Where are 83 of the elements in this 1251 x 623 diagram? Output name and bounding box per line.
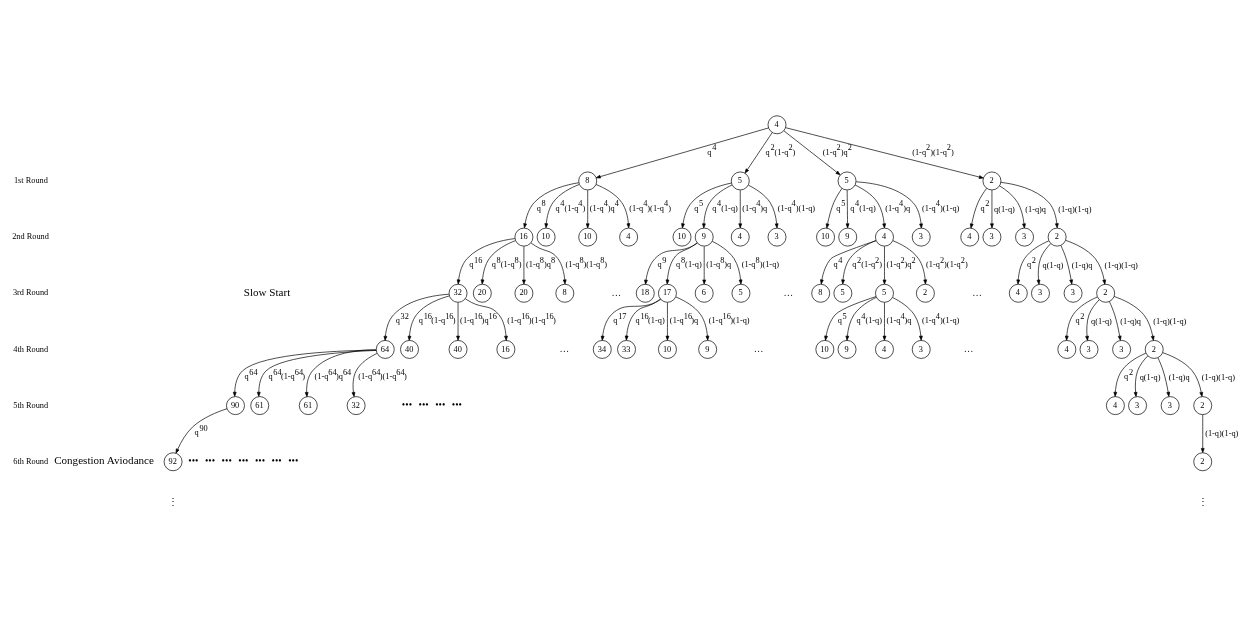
arrow: [1133, 355, 1149, 397]
label: •••: [435, 398, 446, 410]
arrow: [702, 184, 733, 228]
arrow: [665, 242, 698, 284]
arrow: [681, 182, 732, 228]
arrow: [644, 242, 698, 285]
arrow: [854, 184, 886, 228]
arrow: [825, 187, 843, 228]
label: •••: [204, 454, 216, 466]
arrow: [523, 181, 580, 228]
arrow: [456, 237, 516, 284]
arrow: [1109, 300, 1122, 341]
arrow: [783, 130, 841, 175]
arrow: [595, 127, 769, 178]
arrow: [1200, 414, 1205, 453]
arrow: [744, 131, 773, 173]
arrow: [544, 183, 580, 228]
arrow: [1065, 239, 1106, 285]
arrow: [595, 183, 631, 228]
arrow: [748, 184, 779, 228]
arrow: [1060, 244, 1073, 284]
label: •••: [254, 454, 266, 466]
label: •••: [401, 398, 413, 410]
arrow: [882, 301, 887, 341]
arrow: [1113, 352, 1147, 397]
label: …: [972, 286, 982, 298]
arrow: [585, 189, 590, 228]
label: •••: [451, 398, 462, 410]
arrow: [304, 348, 377, 397]
arrow: [841, 239, 877, 284]
arrow: [675, 296, 710, 341]
arrow: [845, 296, 877, 341]
label: …: [559, 342, 570, 354]
arrow: [785, 126, 984, 179]
label: •••: [288, 454, 299, 466]
label: …: [611, 286, 622, 298]
arrow: [1085, 299, 1100, 341]
arrow: [820, 239, 877, 284]
label: Slow Start: [243, 285, 291, 298]
arrow: [892, 239, 927, 284]
label: Congestion Aviodance: [54, 453, 154, 466]
arrow: [738, 189, 743, 228]
arrow: [1113, 295, 1155, 341]
arrow: [969, 187, 987, 228]
label: …: [753, 342, 764, 354]
arrow: [882, 245, 887, 284]
arrow: [407, 295, 450, 341]
arrow: [990, 189, 994, 228]
label: ⋮: [1197, 495, 1208, 507]
arrow: [999, 185, 1026, 228]
arrow: [456, 301, 460, 341]
arrow: [175, 407, 228, 453]
arrow: [522, 245, 526, 284]
arrow: [702, 245, 706, 284]
arrow: [383, 293, 450, 341]
label: •••: [188, 454, 199, 466]
arrow: [1016, 240, 1050, 284]
label: •••: [271, 454, 282, 466]
arrow: [600, 298, 662, 341]
arrow: [712, 240, 743, 284]
arrow: [232, 349, 377, 397]
arrow: [1000, 181, 1059, 228]
arrow: [465, 298, 508, 341]
label: •••: [238, 454, 249, 466]
label: ⋮: [168, 495, 179, 507]
arrow: [256, 349, 377, 397]
arrow: [665, 301, 670, 341]
arrow: [824, 295, 877, 341]
label: …: [783, 286, 794, 298]
arrow: [1157, 356, 1170, 397]
arrow: [1064, 296, 1098, 341]
arrow: [892, 296, 923, 341]
arrow: [855, 181, 923, 228]
arrow: [351, 352, 378, 397]
arrow: [1036, 242, 1051, 285]
arrow: [1162, 351, 1204, 397]
arrow: [624, 298, 661, 340]
arrow: [480, 239, 516, 284]
arrow: [530, 242, 567, 284]
label: …: [963, 342, 974, 354]
label: •••: [221, 454, 232, 466]
label: •••: [418, 398, 429, 410]
arrow: [845, 189, 850, 228]
